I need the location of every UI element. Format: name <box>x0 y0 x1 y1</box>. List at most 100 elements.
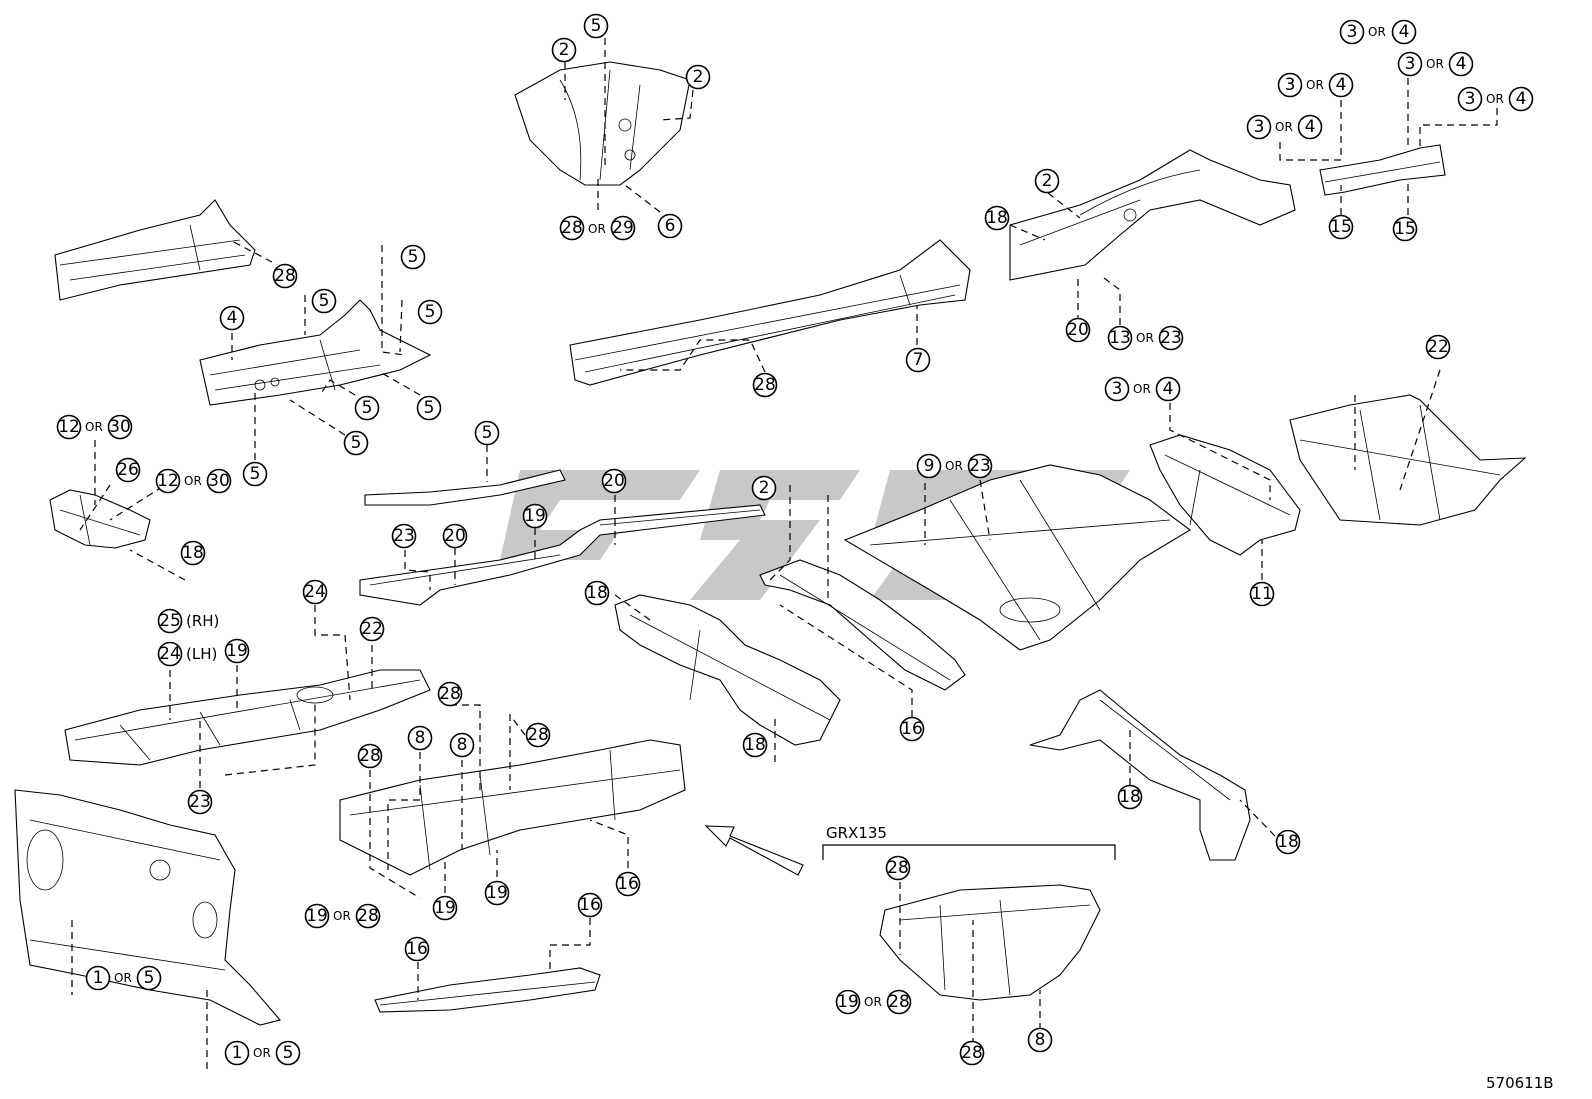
svg-text:8: 8 <box>1035 1030 1046 1050</box>
svg-text:29: 29 <box>612 218 634 238</box>
svg-text:8: 8 <box>415 728 426 748</box>
svg-text:5: 5 <box>319 291 330 311</box>
svg-text:28: 28 <box>357 906 379 926</box>
svg-text:12: 12 <box>58 417 80 437</box>
part-rocker-panel-inner <box>569 239 971 386</box>
svg-text:5: 5 <box>482 423 493 443</box>
callout-part-23: 23 <box>187 789 213 815</box>
svg-text:26: 26 <box>117 460 139 480</box>
svg-text:28: 28 <box>359 746 381 766</box>
callout-part-11: 11 <box>1249 581 1275 607</box>
svg-text:5: 5 <box>362 398 373 418</box>
part-front-floor-pan <box>64 669 431 766</box>
callout-part-4: 4 <box>1328 72 1354 98</box>
callout-part-19: 19 <box>522 503 548 529</box>
callout-part-28: 28 <box>885 855 911 881</box>
svg-text:15: 15 <box>1394 219 1416 239</box>
callout-part-2: 2 <box>685 64 711 90</box>
svg-text:16: 16 <box>579 895 601 915</box>
svg-text:3: 3 <box>1112 379 1123 399</box>
svg-text:4: 4 <box>1399 22 1410 42</box>
callout-part-5: 5 <box>354 395 380 421</box>
callout-part-28: 28 <box>437 681 463 707</box>
part-front-floor-crossmember <box>339 739 686 876</box>
callout-part-28: 28 <box>357 743 383 769</box>
callout-part-18: 18 <box>180 540 206 566</box>
callout-part-8: 8 <box>449 732 475 758</box>
callout-part-26: 26 <box>115 457 141 483</box>
svg-text:24: 24 <box>304 582 326 602</box>
svg-text:23: 23 <box>1160 328 1182 348</box>
callout-part-12: 12 <box>56 414 82 440</box>
svg-text:20: 20 <box>444 526 466 546</box>
svg-text:5: 5 <box>408 247 419 267</box>
callout-part-28: 28 <box>959 1040 985 1066</box>
svg-text:24: 24 <box>159 644 181 664</box>
callout-part-15: 15 <box>1328 214 1354 240</box>
callout-part-8: 8 <box>407 725 433 751</box>
side-label-lh: (LH) <box>186 645 217 663</box>
callout-part-28: 28 <box>525 722 551 748</box>
callout-part-19: 19 <box>304 903 330 929</box>
svg-text:12: 12 <box>157 471 179 491</box>
callout-part-16: 16 <box>899 716 925 742</box>
callout-part-19: 19 <box>224 638 250 664</box>
callout-part-5: 5 <box>311 288 337 314</box>
callout-part-16: 16 <box>577 892 603 918</box>
callout-part-19: 19 <box>835 989 861 1015</box>
leader-lines <box>71 38 1498 1070</box>
callout-part-25: 25 <box>157 608 183 634</box>
svg-text:2: 2 <box>1042 171 1053 191</box>
svg-text:18: 18 <box>986 208 1008 228</box>
callout-part-5: 5 <box>583 13 609 39</box>
part-front-floor-pan-side <box>49 489 151 549</box>
svg-text:19: 19 <box>837 992 859 1012</box>
svg-text:18: 18 <box>1119 787 1141 807</box>
figure-code: 570611B <box>1486 1074 1554 1092</box>
or-separator: OR <box>1486 92 1504 106</box>
svg-text:5: 5 <box>250 464 261 484</box>
svg-text:3: 3 <box>1465 89 1476 109</box>
part-rear-floor-pan <box>1289 394 1527 526</box>
svg-text:28: 28 <box>961 1043 983 1063</box>
or-separator: OR <box>1275 120 1293 134</box>
callout-part-18: 18 <box>1275 829 1301 855</box>
inset-bracket <box>822 844 1116 860</box>
svg-text:28: 28 <box>887 858 909 878</box>
callout-part-30: 30 <box>206 468 232 494</box>
svg-text:15: 15 <box>1330 217 1352 237</box>
callout-part-4: 4 <box>219 305 245 331</box>
callout-part-3: 3 <box>1277 72 1303 98</box>
callout-part-5: 5 <box>343 430 369 456</box>
svg-text:30: 30 <box>109 417 131 437</box>
part-dash-panel <box>14 789 281 1026</box>
svg-text:4: 4 <box>227 308 238 328</box>
callout-part-22: 22 <box>359 616 385 642</box>
callout-part-28: 28 <box>886 989 912 1015</box>
svg-text:16: 16 <box>617 874 639 894</box>
svg-text:23: 23 <box>393 526 415 546</box>
or-separator: OR <box>1368 25 1386 39</box>
svg-text:11: 11 <box>1251 584 1273 604</box>
svg-text:28: 28 <box>754 375 776 395</box>
or-separator: OR <box>114 971 132 985</box>
callout-part-20: 20 <box>1065 317 1091 343</box>
svg-text:18: 18 <box>1277 832 1299 852</box>
svg-text:28: 28 <box>561 218 583 238</box>
svg-text:23: 23 <box>969 456 991 476</box>
callout-part-30: 30 <box>107 414 133 440</box>
callout-part-5: 5 <box>416 395 442 421</box>
part-cowl-side-left <box>199 299 432 406</box>
callout-part-16: 16 <box>404 936 430 962</box>
svg-text:6: 6 <box>665 216 676 236</box>
callouts: 5 2 2 28 OR 29 6 28 5 5 5 4 5 5 5 5 12 O… <box>56 13 1534 1066</box>
svg-text:9: 9 <box>924 456 935 476</box>
svg-text:19: 19 <box>306 906 328 926</box>
svg-text:4: 4 <box>1305 117 1316 137</box>
callout-part-3: 3 <box>1104 376 1130 402</box>
svg-text:16: 16 <box>901 719 923 739</box>
svg-text:28: 28 <box>439 684 461 704</box>
callout-part-2: 2 <box>551 37 577 63</box>
part-floor-sill-reinforcement <box>374 967 601 1013</box>
svg-text:4: 4 <box>1516 89 1527 109</box>
